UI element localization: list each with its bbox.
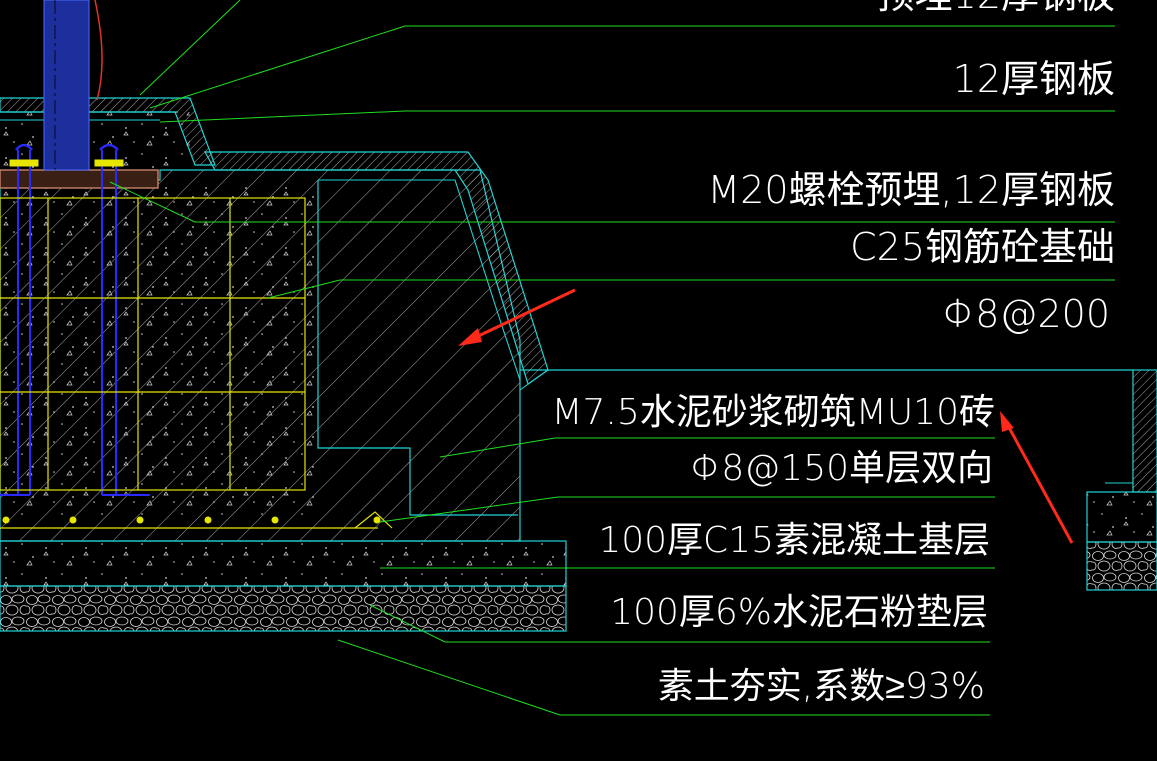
label-soil: 素土夯实,系数≥93% [658,666,985,707]
leader-lines [109,0,1115,716]
arrow-brick [1000,411,1074,544]
steel-column [43,0,90,171]
embedded-steel-plate [0,169,159,189]
anchor-bolts [0,143,150,496]
brick-step-outline [317,180,518,516]
red-guide-arc [94,0,103,101]
label-bolt-embed: M20螺栓预埋,12厚钢板 [707,168,1115,212]
rebar-dots [2,516,381,524]
inner-slope-outline [318,179,521,381]
label-base-c15: 100厚C15素混凝土基层 [598,520,990,561]
rebar-cage [0,197,393,529]
gravel-cushion-layer [0,585,567,632]
arrow-foundation [458,288,576,346]
right-detail [519,369,1157,591]
c15-base-layer [0,540,567,587]
label-rebar-200: Φ8@200 [943,292,1110,336]
foundation-concrete-texture [0,185,318,515]
label-cushion: 100厚6%水泥石粉垫层 [610,592,988,633]
label-rebar-150: Φ8@150单层双向 [690,448,993,489]
bolt-nuts [9,159,124,167]
label-foundation: C25钢筋砼基础 [850,225,1115,269]
label-brick: M7.5水泥砂浆砌筑MU10砖 [551,392,995,433]
label-top-partial: 预埋12厚钢板 [877,0,1115,17]
label-steel-plate: 12厚钢板 [953,57,1115,101]
